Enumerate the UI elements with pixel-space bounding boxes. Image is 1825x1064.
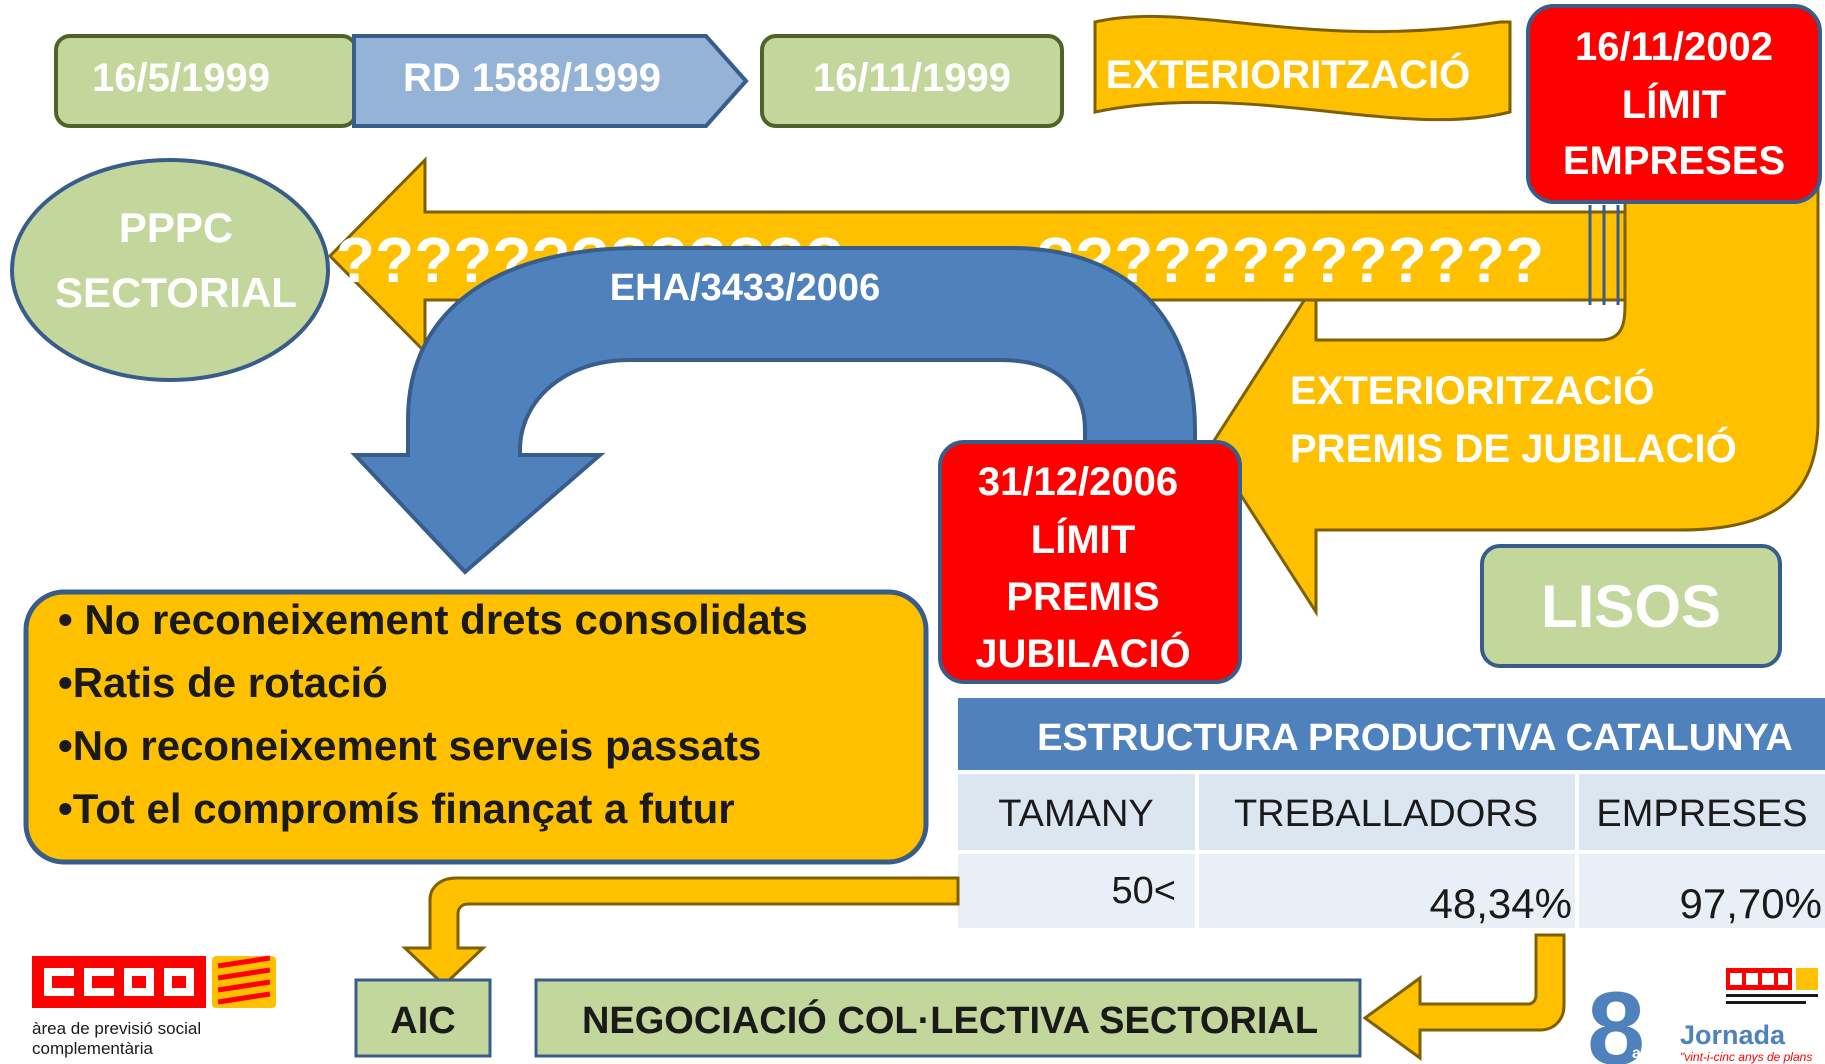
eha-label: EHA/3433/2006 <box>610 267 880 309</box>
ccoo-logo-left: àrea de previsió social complementària <box>32 955 276 1058</box>
triple-line-connector <box>1588 205 1620 305</box>
limit-premis-line-2: LÍMIT <box>1031 517 1135 562</box>
ccoo-logo-small <box>1726 968 1818 1004</box>
negociacio-label: NEGOCIACIÓ COL·LECTIVA SECTORIAL <box>582 998 1318 1042</box>
pppc-sectorial-ellipse <box>10 158 330 382</box>
rd-arrow <box>352 34 749 128</box>
table-cell-empreses: 97,70% <box>1680 880 1822 927</box>
condition-item-3: •No reconeixement serveis passats <box>58 722 761 769</box>
limit-premis-line-3: PREMIS <box>1006 575 1159 619</box>
limit-premis-date: 31/12/2006 <box>978 460 1178 504</box>
blue-curved-arrow <box>350 246 1197 575</box>
table-data-row <box>958 854 1825 928</box>
lisos-box <box>1480 544 1782 668</box>
jornada-subtitle: "vint-i-cinc anys de plans <box>1680 1050 1812 1064</box>
pppc-line-2: SECTORIAL <box>55 269 297 316</box>
aic-label: AIC <box>390 1000 455 1042</box>
condition-item-1: • No reconeixement drets consolidats <box>58 596 808 643</box>
conditions-box <box>23 589 929 865</box>
arrow-to-negociacio <box>1362 933 1566 1061</box>
limit-empreses-line-3: EMPRESES <box>1563 139 1785 183</box>
jornada-number: 8 <box>1587 971 1645 1064</box>
limit-empreses-box <box>1526 4 1822 204</box>
ccoo-logo-mark <box>32 955 276 1008</box>
exterioritzacio-premis-line-1: EXTERIORITZACIÓ <box>1290 367 1654 413</box>
orange-u-arrow <box>1208 108 1820 618</box>
limit-empreses-line-2: LÍMIT <box>1622 82 1726 127</box>
table-header-treballadors: TREBALLADORS <box>1234 793 1538 835</box>
limit-premis-line-4: JUBILACIÓ <box>975 630 1191 676</box>
jornada-sup: a <box>1632 1045 1641 1062</box>
limit-empreses-date: 16/11/2002 <box>1575 25 1773 69</box>
limit-premis-box <box>938 440 1242 684</box>
date-1999-05-label: 16/5/1999 <box>92 56 270 100</box>
jornada-logo: 8 a Jornada "vint-i-cinc anys de plans <box>1587 968 1818 1064</box>
condition-item-2: •Ratis de rotació <box>58 659 388 706</box>
pppc-line-1: PPPC <box>119 204 233 251</box>
table-header-empreses: EMPRESES <box>1596 793 1807 835</box>
jornada-title: Jornada <box>1680 1020 1786 1050</box>
timeline-row: 16/5/1999 RD 1588/1999 16/11/1999 EXTERI… <box>54 14 1512 128</box>
exterioritzacio-banner-label: EXTERIORITZACIÓ <box>1106 51 1470 97</box>
condition-item-4: •Tot el compromís finançat a futur <box>58 785 735 832</box>
date-1999-11-box <box>760 34 1064 128</box>
table-title: ESTRUCTURA PRODUCTIVA CATALUNYA <box>1037 717 1793 759</box>
aic-box <box>354 978 492 1058</box>
arrow-to-aic <box>401 876 960 988</box>
structure-table: ESTRUCTURA PRODUCTIVA CATALUNYA TAMANY T… <box>958 698 1825 928</box>
date-1999-11-label: 16/11/1999 <box>813 56 1011 100</box>
exterioritzacio-banner <box>1093 14 1512 122</box>
negociacio-box <box>534 978 1362 1058</box>
table-header-tamany: TAMANY <box>998 793 1154 835</box>
table-header-row <box>958 774 1825 850</box>
table-cell-tamany: 50< <box>1112 870 1176 912</box>
table-title-bar <box>958 698 1825 770</box>
table-cell-treballadors: 48,34% <box>1430 880 1572 927</box>
ccoo-logo-line-2: complementària <box>32 1039 153 1058</box>
exterioritzacio-premis-line-2: PREMIS DE JUBILACIÓ <box>1290 425 1737 471</box>
lisos-label: LISOS <box>1541 573 1721 640</box>
rd-label: RD 1588/1999 <box>403 56 661 100</box>
ccoo-logo-line-1: àrea de previsió social <box>32 1019 201 1038</box>
